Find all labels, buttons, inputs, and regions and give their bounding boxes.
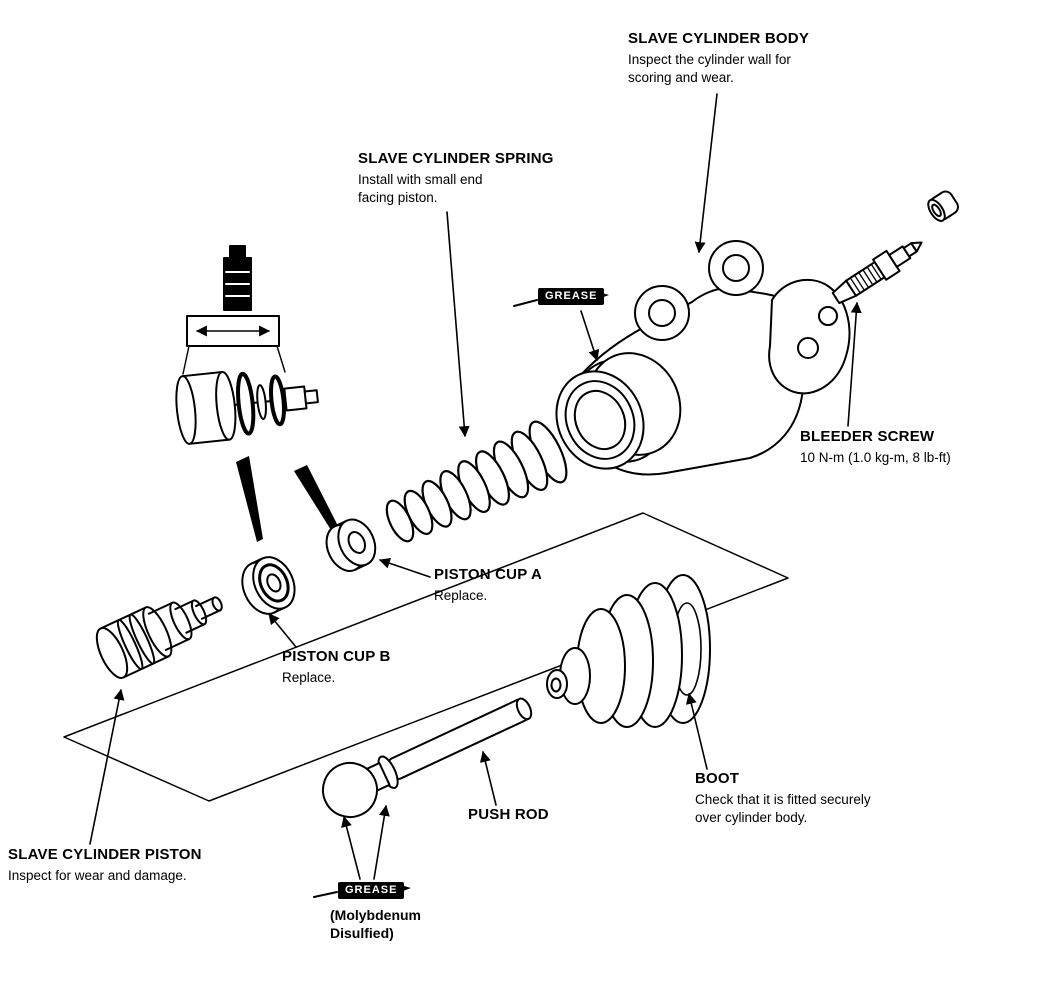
piston-cup-a-title: PISTON CUP A (434, 566, 542, 583)
leader-bleeder-screw (847, 301, 862, 427)
slave-cylinder-spring-drawing (385, 420, 568, 543)
exploded-axis-plane (63, 512, 789, 802)
slave-cylinder-spring-label: SLAVE CYLINDER SPRING Install with small… (358, 150, 554, 207)
piston-cup-a-note: Replace. (434, 588, 488, 603)
push-rod-label: PUSH ROD (468, 806, 549, 824)
boot-label: BOOT Check that it is fitted securely ov… (695, 770, 871, 827)
slave-cylinder-body-note: Inspect the cylinder wall for scoring an… (628, 52, 791, 85)
bleeder-screw-drawing (831, 241, 923, 305)
slave-cylinder-spring-title: SLAVE CYLINDER SPRING (358, 150, 554, 167)
piston-cup-b-drawing (241, 556, 296, 615)
slave-cylinder-piston-drawing (95, 596, 223, 679)
piston-subassembly-drawing (175, 370, 319, 445)
bleeder-screw-title: BLEEDER SCREW (800, 428, 935, 445)
grease-application-arrow-1 (236, 456, 263, 542)
piston-cup-a-label: PISTON CUP A Replace. (434, 566, 542, 605)
leader-push-rod (480, 750, 497, 806)
dimension-indicator (182, 315, 286, 375)
boot-note: Check that it is fitted securely over cy… (695, 792, 871, 825)
grease-application-arrow-2 (294, 465, 338, 530)
grease-tube-icon (223, 245, 252, 311)
leader-grease-top (580, 310, 600, 362)
boot-title: BOOT (695, 770, 740, 787)
slave-cylinder-piston-title: SLAVE CYLINDER PISTON (8, 846, 202, 863)
bleeder-screw-torque: 10 N-m (1.0 kg-m, 8 lb-ft) (800, 450, 951, 465)
leader-piston-cup-a (378, 557, 431, 578)
leader-slave-cylinder-body (694, 93, 718, 254)
grease-badge-top: GREASE (538, 288, 605, 305)
molybdenum-note: (Molybdenum Disulfied) (330, 906, 421, 942)
bleeder-cap-drawing (927, 190, 959, 222)
slave-cylinder-piston-label: SLAVE CYLINDER PISTON Inspect for wear a… (8, 846, 202, 885)
slave-cylinder-body-label: SLAVE CYLINDER BODY Inspect the cylinder… (628, 30, 809, 87)
leader-grease-bottom-2 (373, 804, 390, 880)
boot-drawing (546, 574, 711, 728)
grease-badge-bottom: GREASE (338, 882, 405, 899)
molybdenum-note-text: (Molybdenum Disulfied) (330, 907, 421, 941)
push-rod-drawing (322, 697, 533, 818)
piston-cup-b-label: PISTON CUP B Replace. (282, 648, 391, 687)
piston-cup-b-note: Replace. (282, 670, 336, 685)
push-rod-title: PUSH ROD (468, 806, 549, 823)
slave-cylinder-body-drawing (555, 240, 851, 476)
leader-grease-bottom-1 (341, 815, 361, 880)
leader-piston-cup-b (268, 613, 297, 648)
piston-cup-b-title: PISTON CUP B (282, 648, 391, 665)
leader-slave-cylinder-spring (446, 211, 470, 438)
leader-boot (685, 692, 708, 770)
slave-cylinder-piston-note: Inspect for wear and damage. (8, 868, 187, 883)
piston-cup-a-drawing (325, 518, 377, 572)
bleeder-screw-label: BLEEDER SCREW 10 N-m (1.0 kg-m, 8 lb-ft) (800, 428, 951, 467)
leader-slave-cylinder-piston (89, 688, 125, 845)
slave-cylinder-body-title: SLAVE CYLINDER BODY (628, 30, 810, 47)
slave-cylinder-spring-note: Install with small end facing piston. (358, 172, 483, 205)
